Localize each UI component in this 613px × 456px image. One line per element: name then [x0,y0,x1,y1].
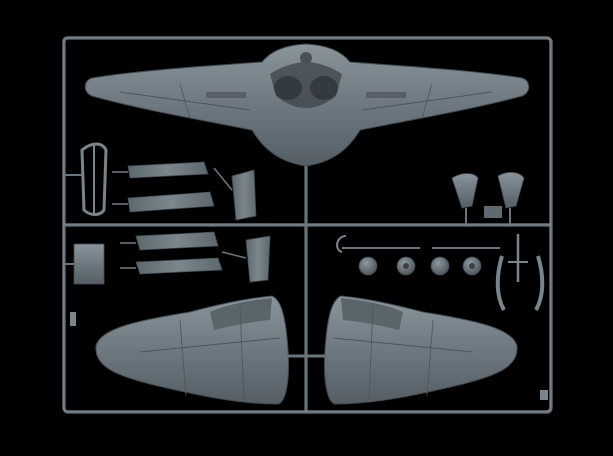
small-detail-parts [495,234,545,311]
wing-upper-center-section [84,43,530,167]
canopy-frame [80,142,108,216]
wing-right-panel [324,295,518,405]
landing-gear-doors [127,161,271,283]
small-detail-parts [64,243,105,285]
wheels [336,235,500,276]
tail-fins [451,172,525,225]
small-detail-parts [112,167,247,269]
small-detail-parts [70,312,548,400]
wing-left-panel [95,295,289,405]
